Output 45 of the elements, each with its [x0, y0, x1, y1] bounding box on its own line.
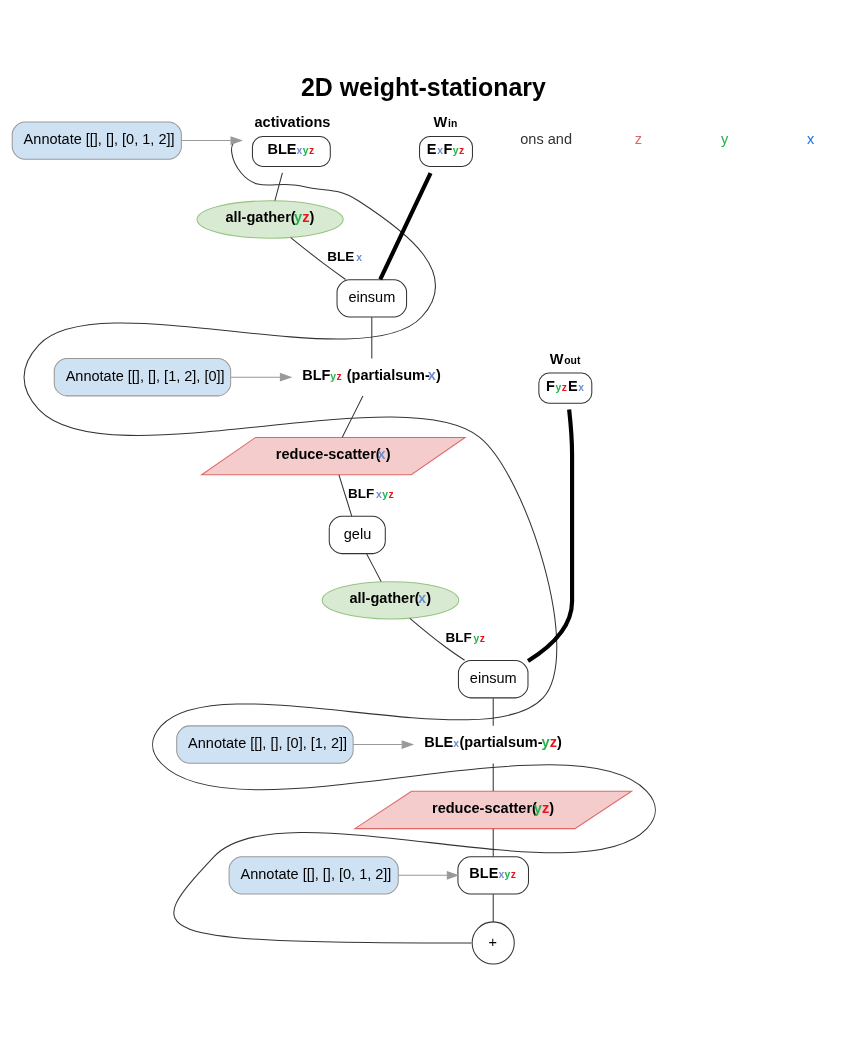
node-box: ExFyz	[419, 135, 473, 168]
connector	[366, 553, 382, 582]
node-box: Annotate [[], [], [0, 1, 2]]	[11, 121, 182, 160]
connector	[290, 237, 347, 280]
connector	[341, 395, 364, 438]
node-text: BLFyz (partialsum-x)	[302, 367, 441, 384]
node-label: activations	[254, 114, 331, 131]
connector	[23, 140, 656, 944]
node-box: Annotate [[], [], [0], [1, 2]]	[176, 725, 354, 764]
node-box: einsum	[457, 660, 529, 699]
connector	[371, 316, 373, 359]
arrow	[181, 136, 243, 145]
connector	[378, 172, 433, 281]
connector	[492, 828, 494, 857]
edge-label: BLFyz	[445, 630, 485, 646]
node-box: Annotate [[], [], [1, 2], [0]]	[53, 358, 232, 397]
label: x	[807, 131, 815, 148]
connector	[409, 617, 466, 661]
label: y	[721, 131, 729, 148]
connector	[338, 474, 353, 517]
connector	[492, 893, 494, 923]
label: z	[634, 131, 643, 148]
node-box: einsum	[336, 279, 408, 318]
node-text: BLEx(partialsum-yz)	[424, 734, 562, 751]
node-box: BLExyz	[457, 856, 529, 895]
node-label: Win	[433, 114, 458, 131]
node-box: BLExyz	[251, 135, 331, 168]
edge-label: BLFxyz	[347, 486, 394, 501]
node-box: FyzEx	[538, 372, 593, 404]
arrow	[398, 870, 460, 880]
node-box: Annotate [[], [], [0, 1, 2]]	[228, 856, 399, 895]
node-ellipse: all-gather(yz)	[196, 200, 344, 239]
edge-label: BLEx	[327, 249, 362, 265]
connector	[492, 697, 494, 727]
connector	[492, 763, 494, 792]
arrow	[352, 740, 415, 749]
diagram-title: 2D weight-stationary	[300, 73, 546, 102]
node-ellipse: all-gather(x)	[321, 581, 460, 620]
connector	[526, 409, 575, 663]
label: ons and	[520, 131, 572, 148]
connector	[274, 172, 283, 202]
node-box: gelu	[328, 515, 386, 555]
arrow	[230, 372, 293, 382]
node-label: Wout	[549, 350, 581, 367]
node-circle: +	[471, 921, 515, 965]
